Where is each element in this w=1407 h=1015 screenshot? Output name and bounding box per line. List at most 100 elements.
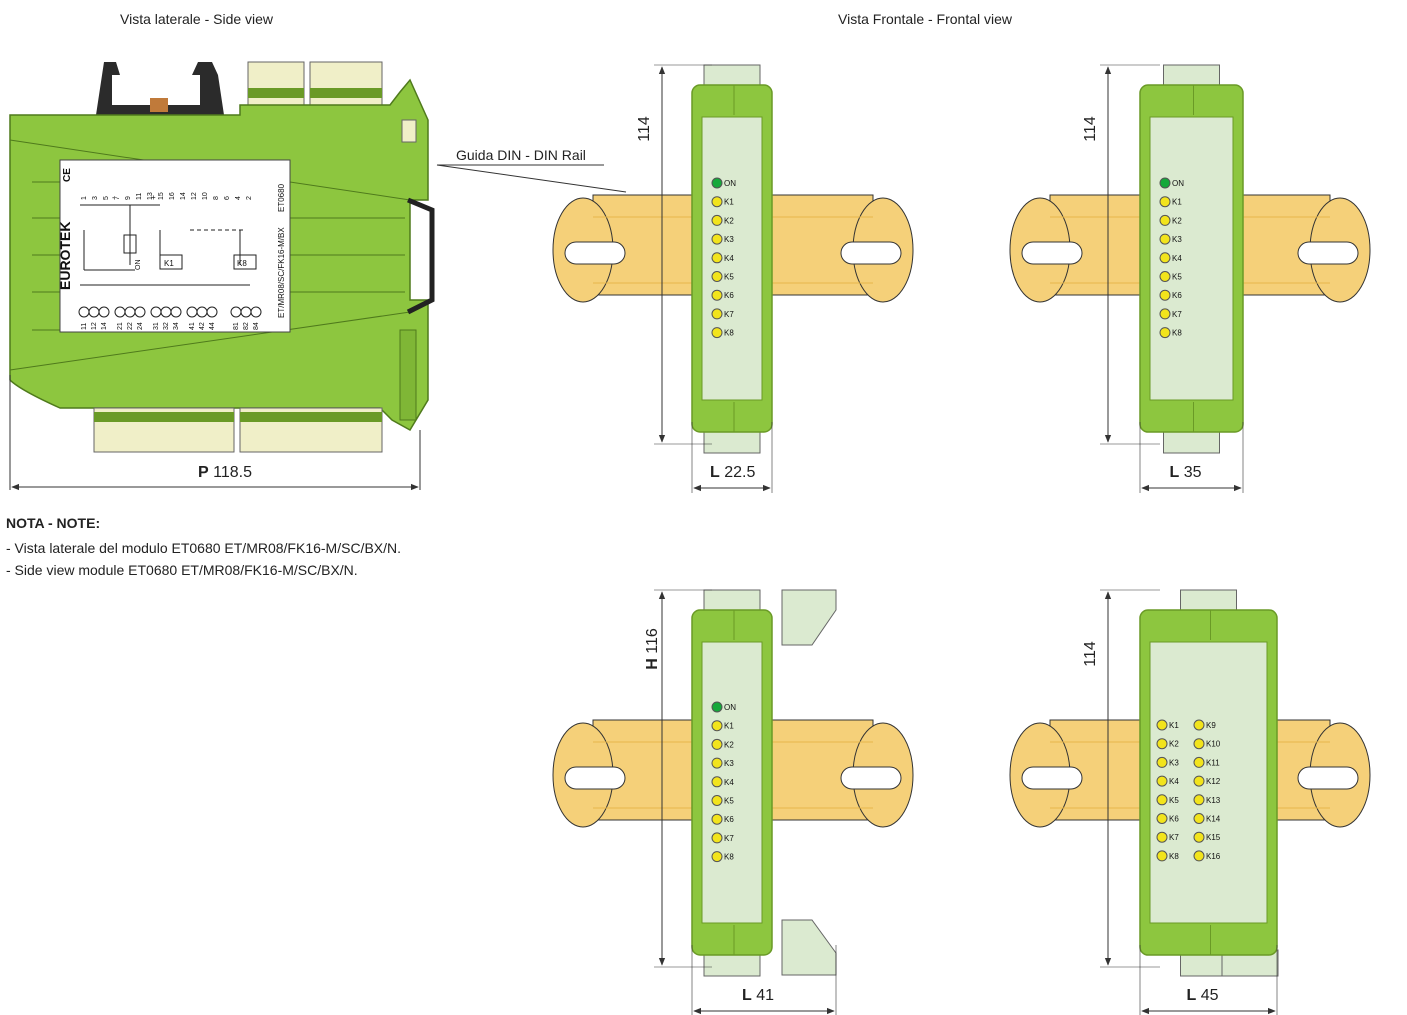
led-k2-3 xyxy=(711,738,723,750)
width-value-2: 35 xyxy=(1179,464,1202,481)
led-label-k4-1: K4 xyxy=(724,254,734,263)
led-label-on-1: ON xyxy=(724,179,736,188)
width-letter-1: L xyxy=(710,464,720,481)
side-top-pin-6: 6 xyxy=(224,196,231,200)
led-label-k7-2: K7 xyxy=(1172,310,1182,319)
led-k8-1 xyxy=(711,327,723,339)
led-k3-1 xyxy=(711,233,723,245)
led-on-3 xyxy=(711,701,723,713)
led-label-k5-1: K5 xyxy=(724,273,734,282)
led-k5-4 xyxy=(1156,794,1168,806)
side-top-pin-15: 15 xyxy=(158,192,165,200)
side-relay-k8: K8 xyxy=(237,259,247,268)
width-dimension-3: L 41 xyxy=(742,987,774,1005)
din-rail-leader-line xyxy=(436,164,627,193)
side-brand-logo: EUROTEK xyxy=(57,222,73,290)
side-view-title: Vista laterale - Side view xyxy=(120,11,274,27)
led-label-k7-4: K7 xyxy=(1169,833,1179,842)
led-k12-4 xyxy=(1193,775,1205,787)
side-top-pin-14: 14 xyxy=(180,192,187,200)
height-value-1: 114 xyxy=(635,116,653,142)
led-k8-4 xyxy=(1156,850,1168,862)
led-label-on-3: ON xyxy=(724,703,736,712)
side-top-pin-4: 4 xyxy=(235,196,242,200)
led-k8-2 xyxy=(1159,327,1171,339)
note-line-1: - Vista laterale del modulo ET0680 ET/MR… xyxy=(6,540,402,556)
side-view-module: EUROTEK CE ET/MR08/SC/FK16-M/BX ET0680 O… xyxy=(9,61,435,453)
height-letter-3: H xyxy=(643,658,661,670)
led-label-k4-3: K4 xyxy=(724,778,734,787)
led-label-k15-4: K15 xyxy=(1206,833,1221,842)
led-k10-4 xyxy=(1193,738,1205,750)
side-top-pin-16: 16 xyxy=(169,192,176,200)
led-label-k10-4: K10 xyxy=(1206,740,1221,749)
led-label-k5-3: K5 xyxy=(724,797,734,806)
height-dimension-1: 114 xyxy=(636,116,654,142)
led-label-k8-3: K8 xyxy=(724,853,734,862)
height-dimension-2: 114 xyxy=(1082,116,1100,142)
led-k9-4 xyxy=(1193,719,1205,731)
led-label-k12-4: K12 xyxy=(1206,777,1221,786)
side-bottom-pin-14: 14 xyxy=(101,322,108,330)
led-label-k16-4: K16 xyxy=(1206,852,1221,861)
side-top-pin-1: 1 xyxy=(81,196,88,200)
width-letter-4: L xyxy=(1186,987,1197,1004)
led-k11-4 xyxy=(1193,756,1205,768)
side-relay-k1: K1 xyxy=(164,259,174,268)
height-dimension-4: 114 xyxy=(1082,641,1100,667)
led-on-1 xyxy=(711,177,723,189)
led-label-k7-1: K7 xyxy=(724,310,734,319)
led-k3-2 xyxy=(1159,233,1171,245)
width-dimension-4: L 45 xyxy=(1187,987,1219,1005)
height-value-4: 114 xyxy=(1081,641,1099,667)
side-top-pin-2: 2 xyxy=(246,196,253,200)
din-rail-label: Guida DIN - DIN Rail xyxy=(456,147,586,163)
side-bottom-pin-32: 32 xyxy=(163,322,170,330)
height-value-3: 116 xyxy=(643,628,661,659)
side-bottom-pin-21: 21 xyxy=(117,322,124,330)
led-k6-2 xyxy=(1159,289,1171,301)
led-label-k4-2: K4 xyxy=(1172,254,1182,263)
front-view-title: Vista Frontale - Frontal view xyxy=(838,11,1013,27)
width-dimension-1: L 22.5 xyxy=(710,464,755,482)
width-dimension-2: L 35 xyxy=(1170,464,1202,482)
width-value-1: 22.5 xyxy=(719,464,756,481)
led-k5-3 xyxy=(711,795,723,806)
side-bottom-pin-44: 44 xyxy=(209,322,216,330)
led-label-k11-4: K11 xyxy=(1206,758,1220,767)
led-k8-3 xyxy=(711,851,723,863)
side-bottom-pin-24: 24 xyxy=(137,322,144,330)
led-label-k1-4: K1 xyxy=(1169,721,1179,730)
led-label-k8-2: K8 xyxy=(1172,329,1182,338)
led-label-k1-3: K1 xyxy=(724,722,734,731)
led-label-k8-4: K8 xyxy=(1169,852,1179,861)
led-label-k6-4: K6 xyxy=(1169,815,1179,824)
side-top-pin-12: 12 xyxy=(191,192,198,200)
side-bottom-pin-84: 84 xyxy=(253,322,260,330)
side-top-pin-11: 11 xyxy=(136,193,143,200)
led-k7-4 xyxy=(1156,831,1168,843)
width-value-4: 45 xyxy=(1196,987,1219,1004)
side-bottom-pin-22: 22 xyxy=(127,322,134,330)
led-k13-4 xyxy=(1193,794,1205,806)
side-plus-sign: + xyxy=(151,193,156,202)
led-k1-4 xyxy=(1156,719,1168,731)
led-label-on-2: ON xyxy=(1172,179,1184,188)
side-label-ref: ET0680 xyxy=(277,183,286,212)
side-top-pin-5: 5 xyxy=(103,196,110,200)
note-title: NOTA - NOTE: xyxy=(6,515,101,531)
led-label-k3-1: K3 xyxy=(724,235,734,244)
led-label-k1-1: K1 xyxy=(724,198,734,207)
led-label-k7-3: K7 xyxy=(724,834,734,843)
led-label-k2-4: K2 xyxy=(1169,740,1179,749)
led-k2-2 xyxy=(1159,214,1171,226)
led-k6-3 xyxy=(711,813,723,825)
side-bottom-pin-81: 81 xyxy=(233,322,240,330)
side-top-pin-9: 9 xyxy=(125,196,132,200)
led-k16-4 xyxy=(1193,850,1205,862)
side-top-pin-7: 7 xyxy=(114,196,121,200)
